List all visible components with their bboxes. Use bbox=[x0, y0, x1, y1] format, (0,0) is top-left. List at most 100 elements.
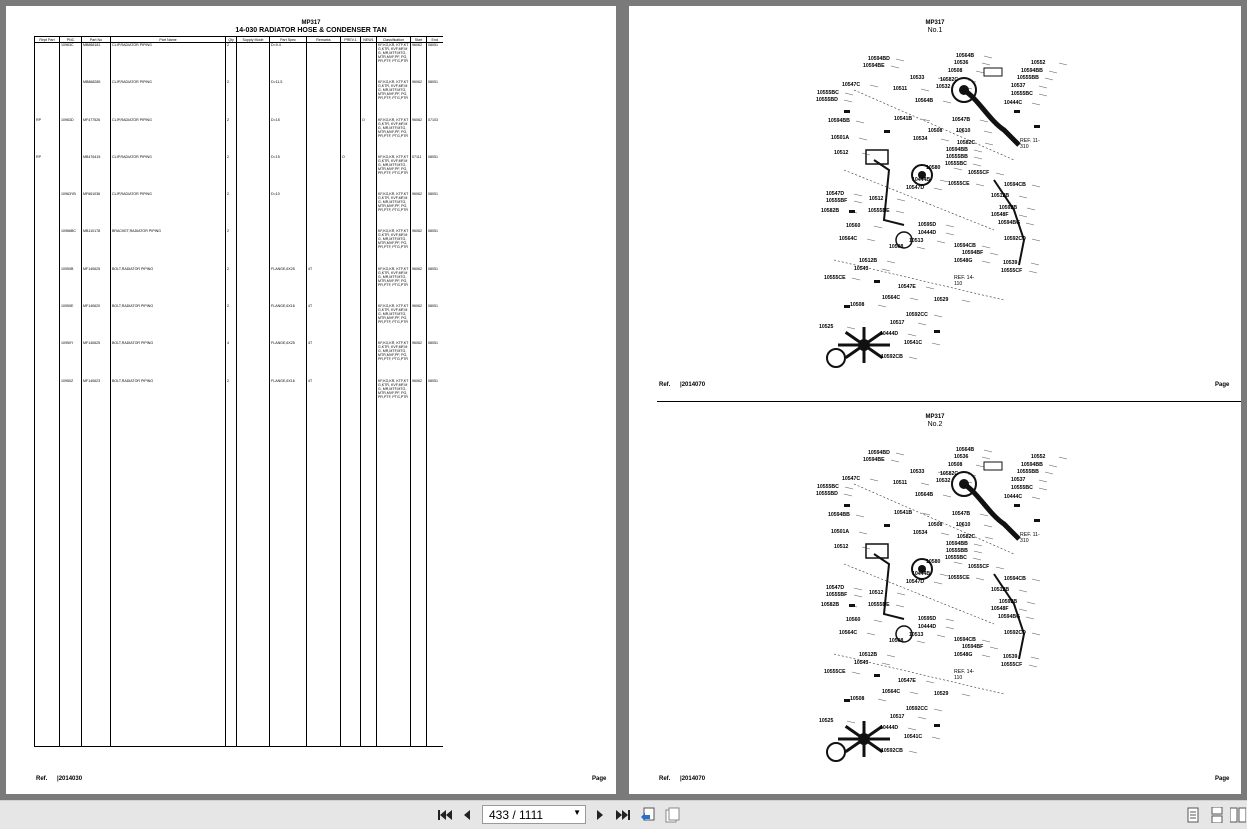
cell-end: 08051 bbox=[426, 42, 443, 81]
cell-name: CLIP,RADIATOR PIPING bbox=[110, 42, 226, 81]
cell-prev bbox=[340, 266, 361, 305]
leader-line bbox=[931, 342, 941, 346]
part-callout: 10512B bbox=[859, 652, 878, 658]
part-callout: 10532 bbox=[936, 478, 951, 484]
leader-line bbox=[1058, 62, 1068, 66]
part-callout: 10560 bbox=[846, 617, 861, 623]
cell-qty: 2 bbox=[225, 192, 237, 230]
part-callout: 10444D bbox=[918, 624, 937, 630]
leader-line bbox=[975, 577, 985, 581]
cell-pnc: 10963D bbox=[59, 117, 82, 155]
part-callout: 10564C bbox=[882, 295, 901, 301]
cell-qty: 2 bbox=[225, 42, 237, 81]
cell-remarks: 4T bbox=[306, 378, 341, 416]
leader-line bbox=[846, 720, 856, 724]
part-callout: 10517 bbox=[890, 714, 905, 720]
leader-line bbox=[995, 566, 1005, 570]
cell-prev bbox=[340, 341, 361, 379]
pulley-gear bbox=[951, 77, 977, 103]
first-page-icon[interactable] bbox=[436, 806, 454, 824]
part-callout: 10536 bbox=[954, 60, 969, 66]
part-callout: 10555BD bbox=[816, 97, 838, 103]
leader-line bbox=[931, 736, 941, 740]
radiator-hose bbox=[962, 481, 1021, 541]
leader-line bbox=[907, 333, 917, 337]
cell-end: 08051 bbox=[426, 266, 443, 305]
continuous-view-icon[interactable] bbox=[1208, 806, 1226, 824]
part-callout: 10529 bbox=[934, 691, 949, 697]
right-page-label-1: Page bbox=[1215, 382, 1230, 388]
leader-line bbox=[939, 573, 949, 577]
leader-line bbox=[877, 304, 887, 308]
leader-line bbox=[848, 210, 858, 214]
next-page-icon[interactable] bbox=[593, 806, 607, 824]
part-callout: 10594BG bbox=[998, 614, 1021, 620]
leader-line bbox=[1031, 184, 1041, 188]
cell-end: 08051 bbox=[426, 154, 443, 193]
leader-line bbox=[1031, 102, 1041, 106]
part-callout: 10610 bbox=[956, 128, 971, 134]
empty-cell bbox=[410, 415, 427, 747]
go-forward-icon[interactable] bbox=[662, 806, 682, 824]
go-back-icon[interactable] bbox=[638, 806, 658, 824]
leader-line bbox=[844, 486, 854, 490]
part-callout: 10547D bbox=[826, 585, 845, 591]
viewer-toolbar: 433 / 1111 ▼ bbox=[0, 800, 1247, 829]
previous-page-icon[interactable] bbox=[460, 806, 474, 824]
column-header: PNC bbox=[59, 36, 82, 43]
right-ref-2: Ref. |2014070 bbox=[659, 776, 705, 782]
assembly-axis bbox=[843, 563, 995, 625]
cell-pnc: 10950B bbox=[59, 266, 82, 305]
chevron-down-icon[interactable]: ▼ bbox=[573, 808, 581, 817]
leader-line bbox=[981, 245, 991, 249]
leader-line bbox=[979, 119, 989, 123]
leader-line bbox=[933, 708, 943, 712]
part-callout: 10539 bbox=[1003, 260, 1018, 266]
leader-line bbox=[1028, 270, 1038, 274]
two-page-view-icon[interactable] bbox=[1229, 806, 1247, 824]
cell-qty: 2 bbox=[225, 117, 237, 155]
cell-partno: MF140623 bbox=[81, 378, 111, 416]
part-callout: 10511 bbox=[893, 86, 908, 92]
leader-line bbox=[853, 193, 863, 197]
cell-rep bbox=[34, 266, 60, 305]
hose-clip bbox=[983, 461, 1003, 471]
leader-line bbox=[920, 88, 930, 92]
part-callout: 10537 bbox=[1011, 477, 1026, 483]
leader-line bbox=[895, 210, 905, 214]
cell-cls: KF,KG,KR, KTF,KTG,KTR, KVF,MF,MG, MR,MTF… bbox=[376, 304, 411, 342]
column-header: Part Name bbox=[110, 36, 226, 43]
cell-remarks bbox=[306, 42, 341, 81]
cell-rep bbox=[34, 229, 60, 267]
leader-line bbox=[1018, 608, 1028, 612]
leader-line bbox=[945, 626, 955, 630]
part-callout: 10555BC bbox=[945, 555, 967, 561]
cell-partno: MF140625 bbox=[81, 341, 111, 379]
part-callout: 10508 bbox=[928, 522, 943, 528]
part-callout: 10511 bbox=[893, 480, 908, 486]
diagram1-number: No.1 bbox=[927, 27, 943, 34]
leader-line bbox=[973, 550, 983, 554]
part-callout: 10534 bbox=[913, 530, 928, 536]
part-callout: 10594CB bbox=[954, 243, 976, 249]
page-number-input[interactable]: 433 / 1111 ▼ bbox=[482, 805, 586, 824]
part-callout: 10580 bbox=[926, 165, 941, 171]
leader-line bbox=[886, 260, 896, 264]
cell-rep bbox=[34, 378, 60, 416]
part-callout: 10533 bbox=[910, 469, 925, 475]
part-callout: 10539 bbox=[1003, 654, 1018, 660]
diagram1-code: MP317 bbox=[925, 20, 945, 26]
bolt bbox=[1014, 110, 1020, 113]
cell-prev: O bbox=[340, 154, 361, 193]
column-header: Classification bbox=[376, 36, 411, 43]
leader-line bbox=[873, 225, 883, 229]
part-callout: 10582C bbox=[957, 140, 976, 146]
ref-note: REF. 11-310 bbox=[1020, 532, 1040, 544]
cell-cls: KF,KG,KR, KTF,KTG,KTR, KVF,MF,MG, MR,MTF… bbox=[376, 42, 411, 81]
cell-pnc bbox=[59, 154, 82, 193]
last-page-icon[interactable] bbox=[614, 806, 632, 824]
empty-cell bbox=[81, 415, 111, 747]
single-page-view-icon[interactable] bbox=[1184, 806, 1202, 824]
